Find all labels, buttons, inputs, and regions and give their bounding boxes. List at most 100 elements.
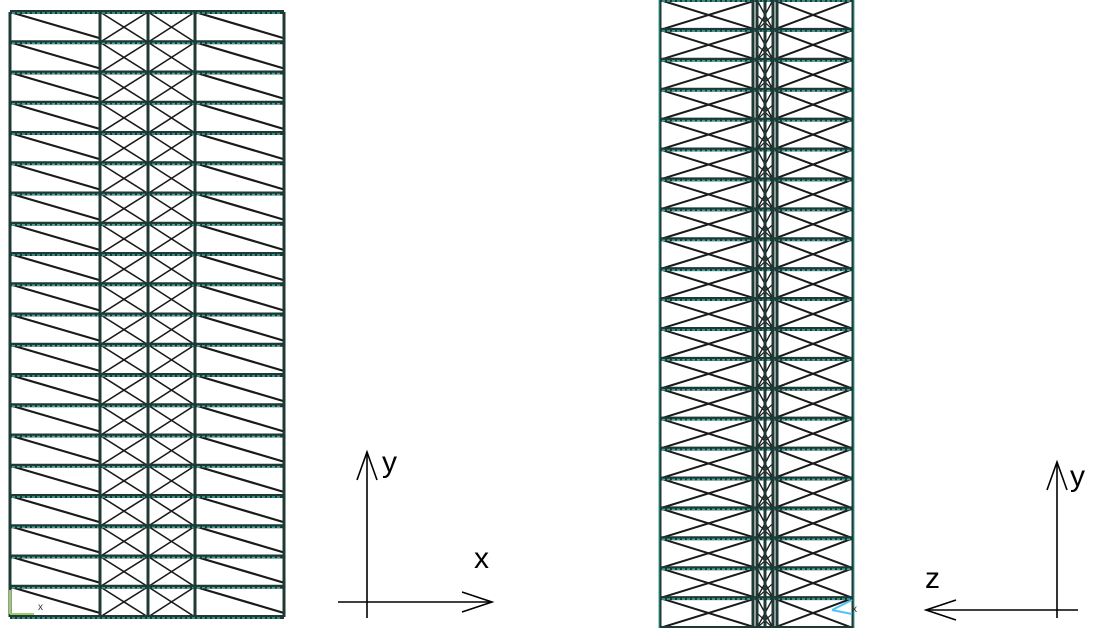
brace-diagonal — [194, 10, 285, 40]
brace-diagonal — [194, 464, 285, 494]
brace-x — [147, 495, 196, 527]
right-triad-label: x — [852, 604, 857, 615]
brace-x — [147, 11, 196, 43]
brace-x — [772, 357, 854, 390]
brace-x — [659, 208, 758, 241]
brace-diagonal — [9, 313, 101, 342]
brace-x — [772, 537, 854, 570]
brace-x — [772, 28, 854, 61]
brace-diagonal — [9, 343, 101, 373]
brace-x — [147, 404, 196, 437]
brace-x — [772, 567, 854, 600]
brace-x — [772, 447, 854, 480]
brace-x — [772, 148, 854, 181]
brace-x — [147, 162, 196, 195]
brace-x — [99, 434, 149, 467]
brace-x — [147, 132, 196, 164]
brace-diagonal — [194, 555, 285, 584]
brace-x — [99, 555, 149, 588]
brace-x — [772, 328, 854, 360]
brace-diagonal — [194, 222, 285, 252]
brace-x — [772, 387, 854, 420]
brace-diagonal — [9, 525, 101, 554]
brace-x — [99, 192, 149, 225]
left-y-arrowhead — [356, 449, 378, 481]
brace-x — [659, 88, 758, 121]
brace-x — [772, 477, 854, 510]
brace-diagonal — [9, 192, 101, 221]
right-y-label: y — [1070, 460, 1085, 493]
brace-x — [659, 477, 758, 510]
brace-diagonal — [194, 373, 285, 403]
brace-diagonal — [194, 101, 285, 131]
brace-diagonal — [9, 162, 101, 191]
brace-diagonal — [9, 494, 101, 524]
brace-diagonal — [9, 101, 101, 131]
left-x-label: x — [474, 542, 489, 575]
brace-diagonal — [9, 41, 101, 70]
brace-diagonal — [194, 131, 285, 161]
brace-diagonal — [194, 525, 285, 554]
brace-diagonal — [9, 71, 101, 100]
brace-x — [147, 374, 196, 406]
brace-diagonal — [9, 555, 101, 584]
brace-x — [99, 223, 149, 255]
brace-x — [659, 387, 758, 420]
brace-x — [147, 223, 196, 255]
brace-x — [772, 178, 854, 211]
brace-x — [772, 298, 854, 330]
brace-x — [99, 132, 149, 164]
brace-x — [659, 597, 758, 628]
right-triad-icon: x — [831, 599, 857, 615]
brace-x — [99, 374, 149, 406]
brace-diagonal — [194, 313, 285, 342]
brace-x — [659, 58, 758, 91]
brace-x — [147, 313, 196, 346]
left-x-arrowhead — [461, 591, 495, 613]
left-y-label: y — [382, 446, 397, 479]
brace-x — [772, 208, 854, 241]
brace-x — [99, 102, 149, 134]
brace-x — [99, 283, 149, 316]
right-z-label: z — [925, 562, 940, 595]
brace-x — [147, 586, 196, 618]
brace-x — [772, 507, 854, 540]
brace-x — [147, 344, 196, 376]
brace-diagonal — [194, 192, 285, 221]
left-triad-label: x — [38, 602, 43, 613]
brace-x — [147, 192, 196, 225]
brace-x — [147, 525, 196, 558]
brace-x — [99, 525, 149, 558]
left-axes: y x — [338, 446, 495, 618]
brace-x — [99, 344, 149, 376]
brace-diagonal — [194, 252, 285, 282]
brace-x — [659, 0, 758, 31]
brace-x — [147, 283, 196, 316]
brace-diagonal — [194, 283, 285, 312]
brace-diagonal — [194, 71, 285, 100]
brace-x — [659, 507, 758, 540]
brace-diagonal — [194, 404, 285, 433]
brace-x — [99, 11, 149, 43]
brace-x — [659, 357, 758, 390]
brace-diagonal — [9, 252, 101, 282]
brace-diagonal — [9, 131, 101, 161]
brace-x — [99, 465, 149, 497]
brace-x — [99, 41, 149, 74]
brace-diagonal — [9, 10, 101, 40]
right-elevation-frame — [658, 0, 855, 628]
brace-x — [659, 447, 758, 480]
brace-x — [147, 102, 196, 134]
brace-x — [659, 417, 758, 450]
brace-x — [147, 253, 196, 285]
brace-diagonal — [194, 585, 285, 615]
brace-diagonal — [9, 404, 101, 433]
brace-x — [772, 417, 854, 450]
brace-diagonal — [194, 162, 285, 191]
brace-x — [659, 118, 758, 151]
brace-diagonal — [9, 373, 101, 403]
brace-x — [147, 555, 196, 588]
brace-x — [659, 178, 758, 211]
brace-x — [99, 253, 149, 285]
brace-x — [772, 597, 854, 628]
